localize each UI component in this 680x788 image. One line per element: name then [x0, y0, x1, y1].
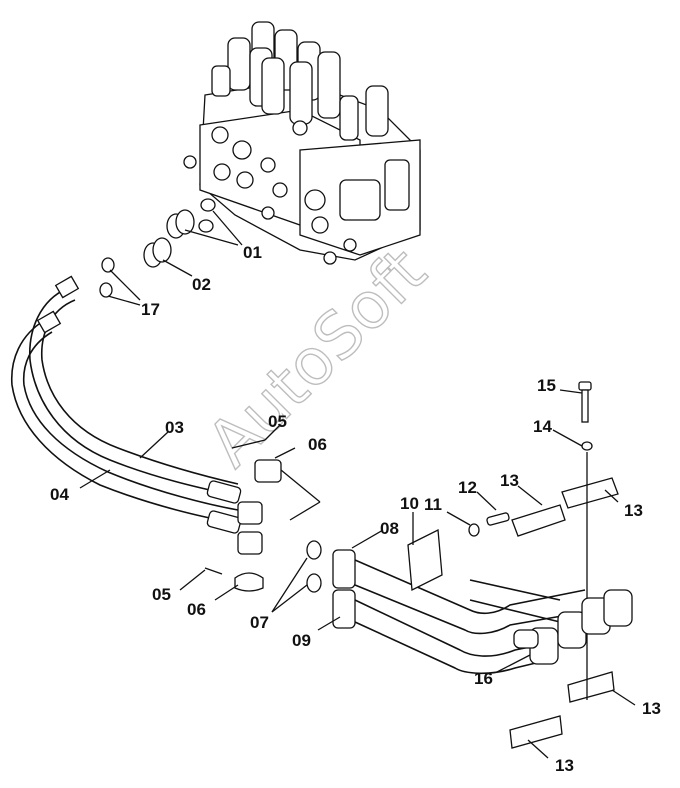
label-12: 12	[458, 478, 477, 497]
bracket-10	[407, 528, 443, 592]
flange-08	[332, 549, 356, 589]
label-13-lower: 13	[555, 756, 574, 775]
o-rings-17	[99, 257, 115, 298]
clamp-05-06-upper	[231, 439, 282, 483]
nut-11	[468, 523, 480, 537]
steel-pipes	[354, 559, 586, 675]
part-labels: 01 02 17 03 04 05 06 05 06 07 08 09 10 1…	[50, 243, 661, 775]
clamp-half-13-lower	[509, 671, 615, 749]
bolt-12	[486, 512, 510, 526]
label-14: 14	[533, 417, 552, 436]
label-08: 08	[380, 519, 399, 538]
label-07: 07	[250, 613, 269, 632]
label-15: 15	[537, 376, 556, 395]
label-17: 17	[141, 300, 160, 319]
fitting-01	[166, 198, 216, 239]
fitting-02	[143, 237, 172, 268]
label-05-lower: 05	[152, 585, 171, 604]
hose-end-fittings	[206, 480, 263, 555]
label-13-upper-right: 13	[624, 501, 643, 520]
washer-14	[581, 441, 593, 451]
clamp-05-06-lower	[204, 567, 264, 592]
hose-03	[29, 275, 239, 496]
o-rings-07	[306, 540, 322, 593]
label-04: 04	[50, 485, 69, 504]
hose-04	[10, 310, 239, 523]
label-06-lower: 06	[187, 600, 206, 619]
label-05-upper: 05	[268, 412, 287, 431]
label-16: 16	[474, 669, 493, 688]
control-valve-assembly	[183, 21, 421, 265]
valve-ports	[183, 120, 410, 265]
label-13-upper-left: 13	[500, 471, 519, 490]
label-11: 11	[424, 495, 442, 514]
label-06-upper: 06	[308, 435, 327, 454]
spool-caps	[211, 21, 389, 141]
clamp-half-13-upper	[511, 477, 619, 537]
label-03: 03	[165, 418, 184, 437]
label-10: 10	[400, 494, 419, 513]
flange-09	[332, 589, 356, 629]
label-13-lower-right: 13	[642, 699, 661, 718]
label-02: 02	[192, 275, 211, 294]
label-09: 09	[292, 631, 311, 650]
bolt-15	[578, 381, 592, 423]
label-01: 01	[243, 243, 262, 262]
leader-lines	[79, 210, 636, 759]
flange-fittings-16	[513, 589, 633, 665]
